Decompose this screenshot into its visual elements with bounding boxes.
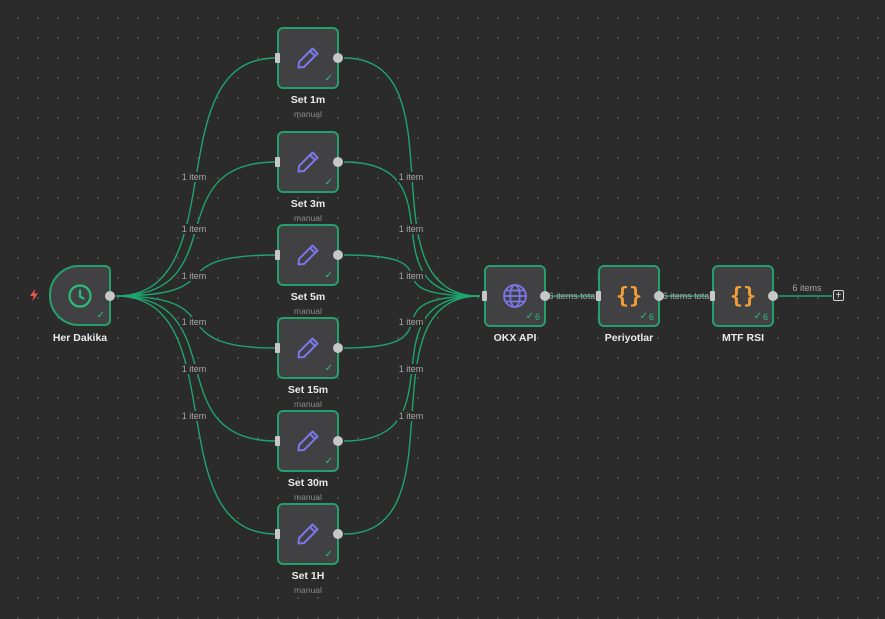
success-check-icon: ✓ bbox=[324, 456, 333, 467]
edge-label-bg bbox=[397, 317, 425, 327]
edge-label-bg bbox=[180, 364, 208, 374]
edge-label: 1 item bbox=[399, 271, 424, 281]
node-title: Her Dakika bbox=[52, 332, 108, 344]
edge-label-total: 6 items total bbox=[663, 291, 712, 301]
input-handle[interactable] bbox=[710, 291, 715, 301]
edge-label: 1 item bbox=[399, 364, 424, 374]
node-title: Set 30m bbox=[287, 477, 329, 489]
braces-icon: {} bbox=[730, 284, 757, 309]
node-okx-api[interactable]: ✓6 bbox=[482, 265, 550, 327]
node-title: MTF RSI bbox=[722, 332, 764, 344]
edge-label: 1 item bbox=[399, 411, 424, 421]
success-check-icon: ✓ bbox=[324, 549, 333, 560]
input-handle[interactable] bbox=[275, 436, 280, 446]
svg-text:{}: {} bbox=[730, 284, 757, 309]
input-handle[interactable] bbox=[596, 291, 601, 301]
edge-label-bg bbox=[180, 224, 208, 234]
node-set-5[interactable]: ✓ bbox=[275, 503, 343, 565]
output-handle[interactable] bbox=[105, 290, 115, 301]
node-subtitle: manual bbox=[294, 585, 322, 595]
edge-label-bg bbox=[397, 411, 425, 421]
node-title: Set 5m bbox=[290, 291, 326, 303]
node-subtitle: manual bbox=[294, 109, 322, 119]
input-handle[interactable] bbox=[275, 250, 280, 260]
input-handle[interactable] bbox=[275, 343, 280, 353]
pencil-icon bbox=[297, 337, 319, 359]
edge-label-bg bbox=[397, 224, 425, 234]
success-check-icon: ✓ bbox=[96, 310, 105, 321]
edge-label: 1 item bbox=[182, 172, 207, 182]
node-title: Set 3m bbox=[290, 198, 326, 210]
output-handle[interactable] bbox=[654, 291, 664, 301]
output-handle[interactable] bbox=[333, 250, 343, 260]
add-node-button[interactable]: + bbox=[833, 290, 844, 301]
edge-label: 1 item bbox=[399, 172, 424, 182]
node-mtf-rsi[interactable]: {} ✓6 bbox=[710, 265, 778, 327]
node-title: Set 1H bbox=[291, 570, 325, 582]
output-handle[interactable] bbox=[333, 343, 343, 353]
output-handle[interactable] bbox=[333, 529, 343, 539]
input-handle[interactable] bbox=[275, 157, 280, 167]
edge-label: 1 item bbox=[399, 317, 424, 327]
edge-label-output: 6 items bbox=[792, 283, 822, 293]
node-set-1[interactable]: ✓ bbox=[275, 131, 343, 193]
node-set-2[interactable]: ✓ bbox=[275, 224, 343, 286]
input-handle[interactable] bbox=[482, 291, 487, 301]
edge-label-bg bbox=[180, 317, 208, 327]
pencil-icon bbox=[297, 430, 319, 452]
edge-label-bg bbox=[180, 271, 208, 281]
success-check-icon: ✓ bbox=[324, 73, 333, 84]
node-set-4[interactable]: ✓ bbox=[275, 410, 343, 472]
input-handle[interactable] bbox=[275, 53, 280, 63]
edge-label: 1 item bbox=[182, 224, 207, 234]
success-count: ✓6 bbox=[753, 311, 768, 323]
edge-label: 1 item bbox=[182, 411, 207, 421]
success-count: ✓6 bbox=[525, 311, 540, 323]
output-handle[interactable] bbox=[333, 436, 343, 446]
globe-icon bbox=[503, 284, 527, 308]
node-subtitle: manual bbox=[294, 213, 322, 223]
edge-label-bg bbox=[180, 172, 208, 182]
edge-label: 1 item bbox=[182, 317, 207, 327]
node-set-0[interactable]: ✓ bbox=[275, 27, 343, 89]
lightning-icon bbox=[30, 289, 38, 301]
success-check-icon: ✓ bbox=[324, 177, 333, 188]
output-handle[interactable] bbox=[333, 157, 343, 167]
node-title: Set 1m bbox=[290, 94, 326, 106]
input-handle[interactable] bbox=[275, 529, 280, 539]
node-subtitle: manual bbox=[294, 399, 322, 409]
clock-icon bbox=[68, 283, 92, 308]
node-subtitle: manual bbox=[294, 492, 322, 502]
pencil-icon bbox=[297, 523, 319, 545]
edge-label-bg bbox=[397, 271, 425, 281]
node-set-3[interactable]: ✓ bbox=[275, 317, 343, 379]
pencil-icon bbox=[297, 244, 319, 266]
node-title: Set 15m bbox=[287, 384, 329, 396]
edge-label: 1 item bbox=[182, 364, 207, 374]
edge-label-bg bbox=[397, 172, 425, 182]
node-title: Periyotlar bbox=[604, 332, 654, 344]
node-title: OKX API bbox=[493, 332, 537, 344]
pencil-icon bbox=[297, 47, 319, 69]
svg-text:{}: {} bbox=[616, 284, 643, 309]
edge-label: 1 item bbox=[182, 271, 207, 281]
output-handle[interactable] bbox=[540, 291, 550, 301]
braces-icon: {} bbox=[616, 284, 643, 309]
edge-label: 1 item bbox=[399, 224, 424, 234]
output-handle[interactable] bbox=[333, 53, 343, 63]
node-periyotlar[interactable]: {} ✓6 bbox=[596, 265, 664, 327]
success-check-icon: ✓ bbox=[324, 270, 333, 281]
output-handle[interactable] bbox=[768, 291, 778, 301]
success-check-icon: ✓ bbox=[324, 363, 333, 374]
edge-label-bg bbox=[397, 364, 425, 374]
edge-label-bg bbox=[180, 411, 208, 421]
pencil-icon bbox=[297, 151, 319, 173]
node-subtitle: manual bbox=[294, 306, 322, 316]
success-count: ✓6 bbox=[639, 311, 654, 323]
edge-label-total: 6 items total bbox=[549, 291, 598, 301]
node-her-dakika[interactable]: ✓ bbox=[49, 265, 115, 326]
